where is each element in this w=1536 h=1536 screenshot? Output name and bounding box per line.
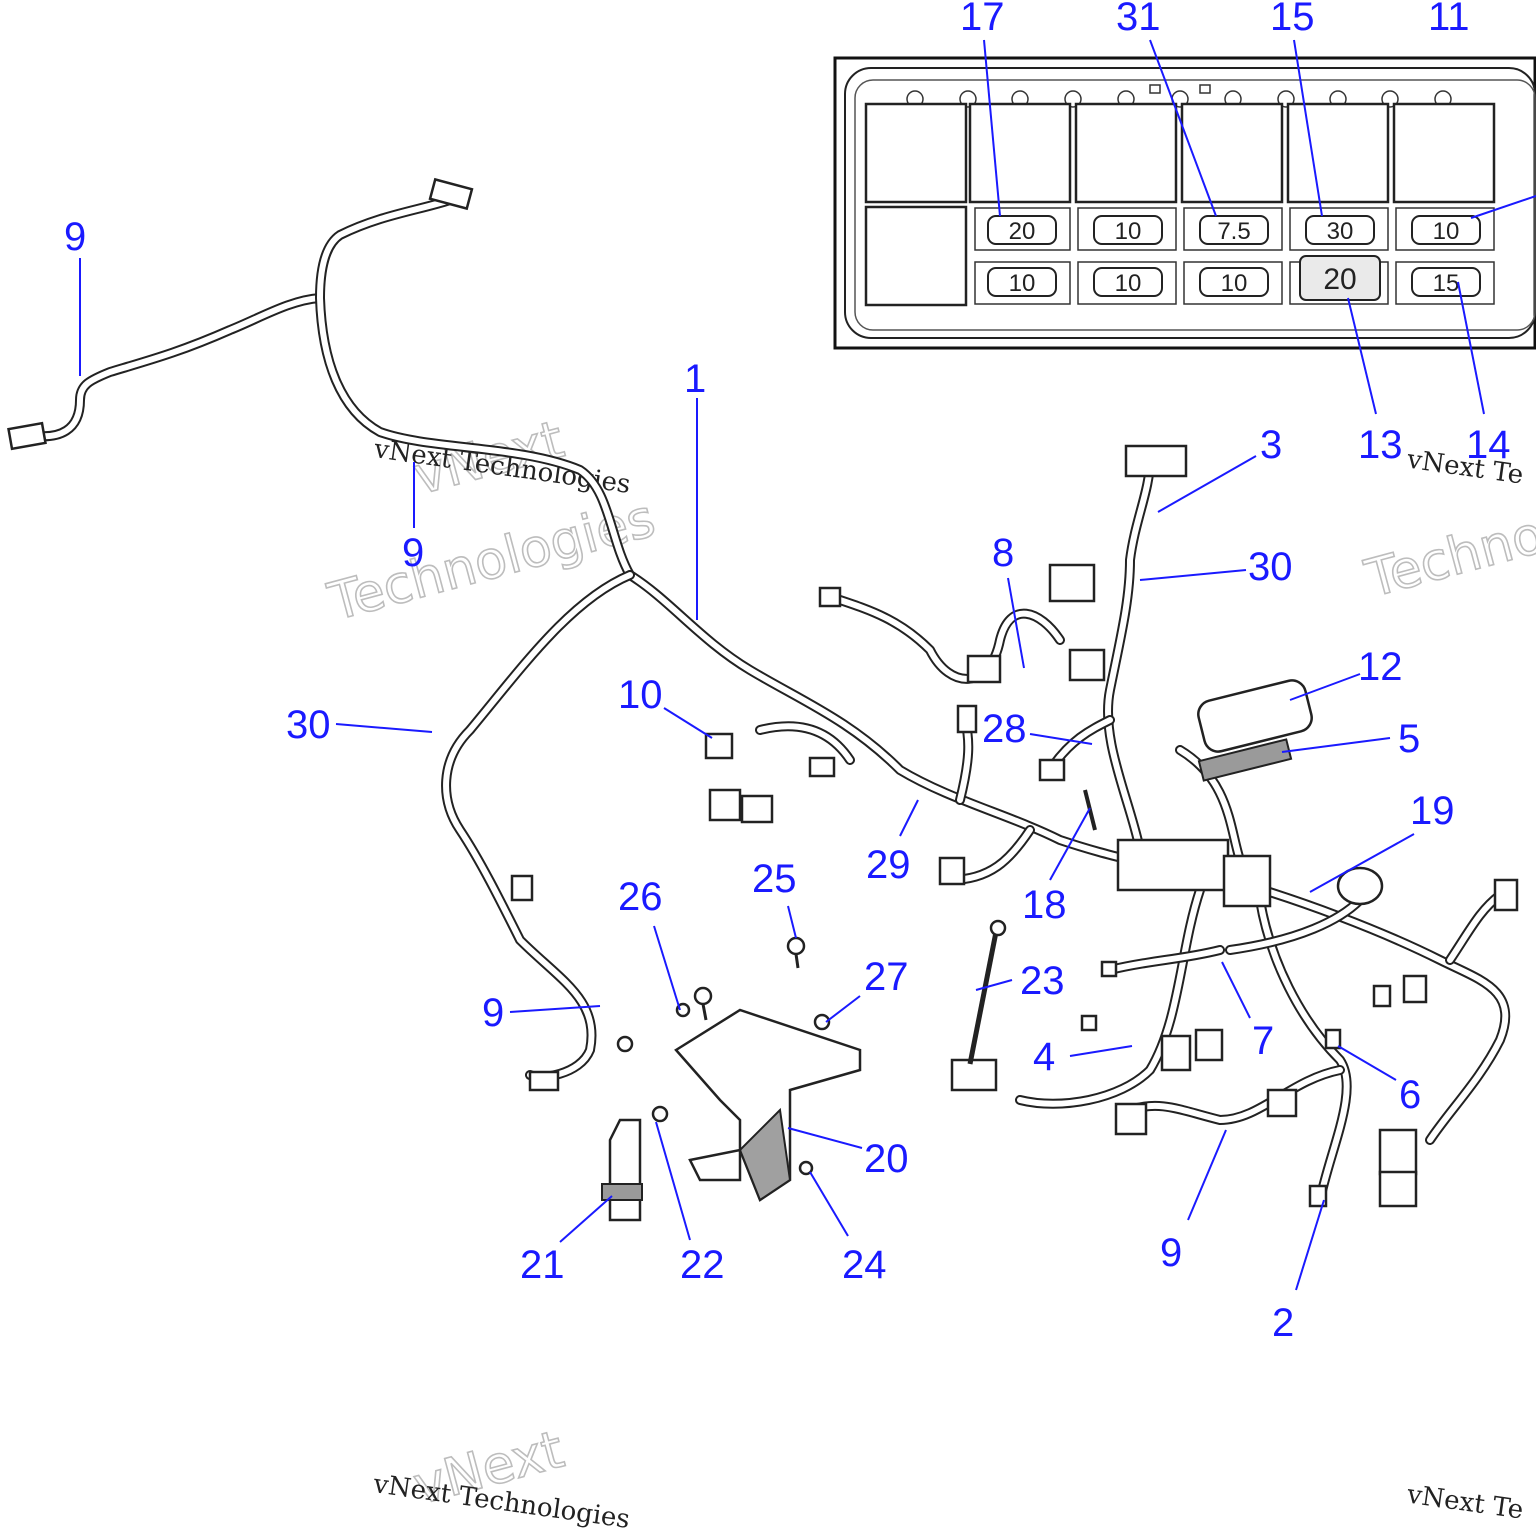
callout-31: 31	[1116, 0, 1161, 39]
callout-28: 28	[982, 707, 1027, 751]
callout-3: 3	[1260, 423, 1282, 467]
svg-text:vNext Te: vNext Te	[1404, 1479, 1525, 1525]
callout-9-bottom-right: 9	[1160, 1231, 1182, 1275]
callout-30-right: 30	[1248, 545, 1293, 589]
callout-15: 15	[1270, 0, 1315, 39]
callout-11: 11	[1428, 0, 1470, 39]
callout-14: 14	[1466, 423, 1511, 467]
fuse-bottom-2: 10	[1093, 267, 1163, 297]
callout-17: 17	[960, 0, 1005, 39]
callout-9-left: 9	[482, 991, 504, 1035]
svg-text:10: 10	[1009, 270, 1036, 297]
fuse-box-inset: 20 10 7.5 30 10 10 10 10	[833, 56, 1536, 350]
callout-labels: 1 2 3 4 5 6 7 8 9 9 9 9 10 11 12 13 14 1…	[64, 0, 1511, 1345]
callout-6: 6	[1399, 1073, 1421, 1117]
fuse-top-4: 30	[1305, 215, 1375, 245]
fuse-bottom-4: 20	[1299, 255, 1381, 301]
callout-27: 27	[864, 955, 909, 999]
watermarks: vNext Technologies vNext Technologies Te…	[321, 409, 1536, 1535]
fuse-bottom-3: 10	[1199, 267, 1269, 297]
fuse-bottom-1: 10	[987, 267, 1057, 297]
callout-10: 10	[618, 673, 663, 717]
callout-2: 2	[1272, 1301, 1294, 1345]
fuse-bottom-5: 15	[1411, 267, 1481, 297]
callout-29: 29	[866, 843, 911, 887]
callout-13: 13	[1358, 423, 1403, 467]
fuse-top-5: 10	[1411, 215, 1481, 245]
callout-24: 24	[842, 1243, 887, 1287]
svg-text:10: 10	[1115, 270, 1142, 297]
callout-9-top-left: 9	[64, 215, 86, 259]
fuse-top-2: 10	[1093, 215, 1163, 245]
harness-parts	[7, 177, 1519, 1222]
svg-text:7.5: 7.5	[1217, 218, 1250, 245]
callout-9-middle: 9	[402, 531, 424, 575]
callout-8: 8	[992, 531, 1014, 575]
callout-5: 5	[1398, 717, 1420, 761]
leader-lines	[79, 39, 1536, 1291]
callout-19: 19	[1410, 789, 1455, 833]
callout-4: 4	[1033, 1035, 1055, 1079]
svg-text:15: 15	[1433, 270, 1460, 297]
callout-23: 23	[1020, 959, 1065, 1003]
svg-text:10: 10	[1433, 218, 1460, 245]
fuse-slots-frame	[974, 207, 1495, 305]
callout-22: 22	[680, 1243, 725, 1287]
relays	[864, 102, 1496, 307]
svg-text:20: 20	[1323, 263, 1356, 296]
callout-30-left: 30	[286, 703, 331, 747]
callout-18: 18	[1022, 883, 1067, 927]
callout-1: 1	[684, 357, 706, 401]
svg-text:10: 10	[1115, 218, 1142, 245]
fuse-top-3: 7.5	[1199, 215, 1269, 245]
callout-12: 12	[1358, 645, 1403, 689]
svg-text:20: 20	[1009, 218, 1036, 245]
fuse-top-1: 20	[987, 215, 1057, 245]
callout-20: 20	[864, 1137, 909, 1181]
callout-21: 21	[520, 1243, 565, 1287]
callout-26: 26	[618, 875, 663, 919]
harness-wires	[25, 195, 1511, 1205]
callout-25: 25	[752, 857, 797, 901]
svg-text:10: 10	[1221, 270, 1248, 297]
svg-text:30: 30	[1327, 218, 1354, 245]
callout-7: 7	[1252, 1019, 1274, 1063]
